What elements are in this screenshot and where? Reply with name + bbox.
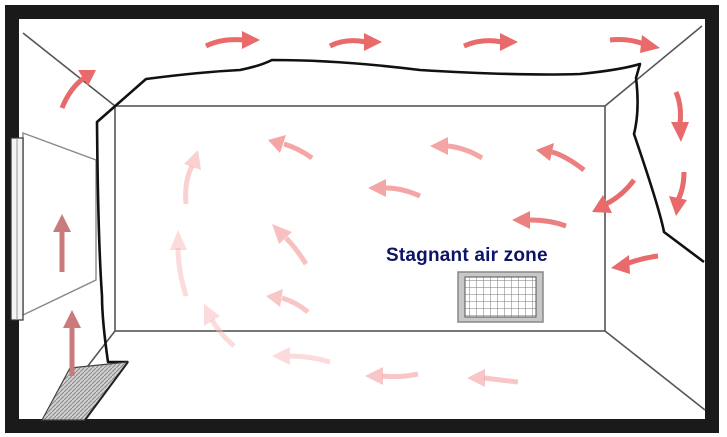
- airflow-arrow-interior: [170, 135, 586, 387]
- warm-air-boundary: [95, 58, 705, 364]
- corner-line-bottom-right: [604, 330, 706, 411]
- airflow-arrows: [53, 31, 689, 387]
- back-wall: [114, 105, 606, 332]
- airflow-arrow-rising: [53, 214, 81, 376]
- airflow-arrow-rising-corner: [59, 70, 96, 109]
- airflow-arrow-ceiling: [204, 31, 660, 53]
- baseboard-heater-icon: [40, 361, 130, 421]
- airflow-arrow-return: [611, 253, 659, 274]
- corner-line-top-right: [604, 25, 703, 107]
- airflow-arrow-descending: [592, 91, 689, 216]
- stagnant-air-zone-label: Stagnant air zone: [386, 245, 548, 266]
- corner-line-top-left: [22, 32, 116, 107]
- return-air-grille-icon: [457, 271, 544, 323]
